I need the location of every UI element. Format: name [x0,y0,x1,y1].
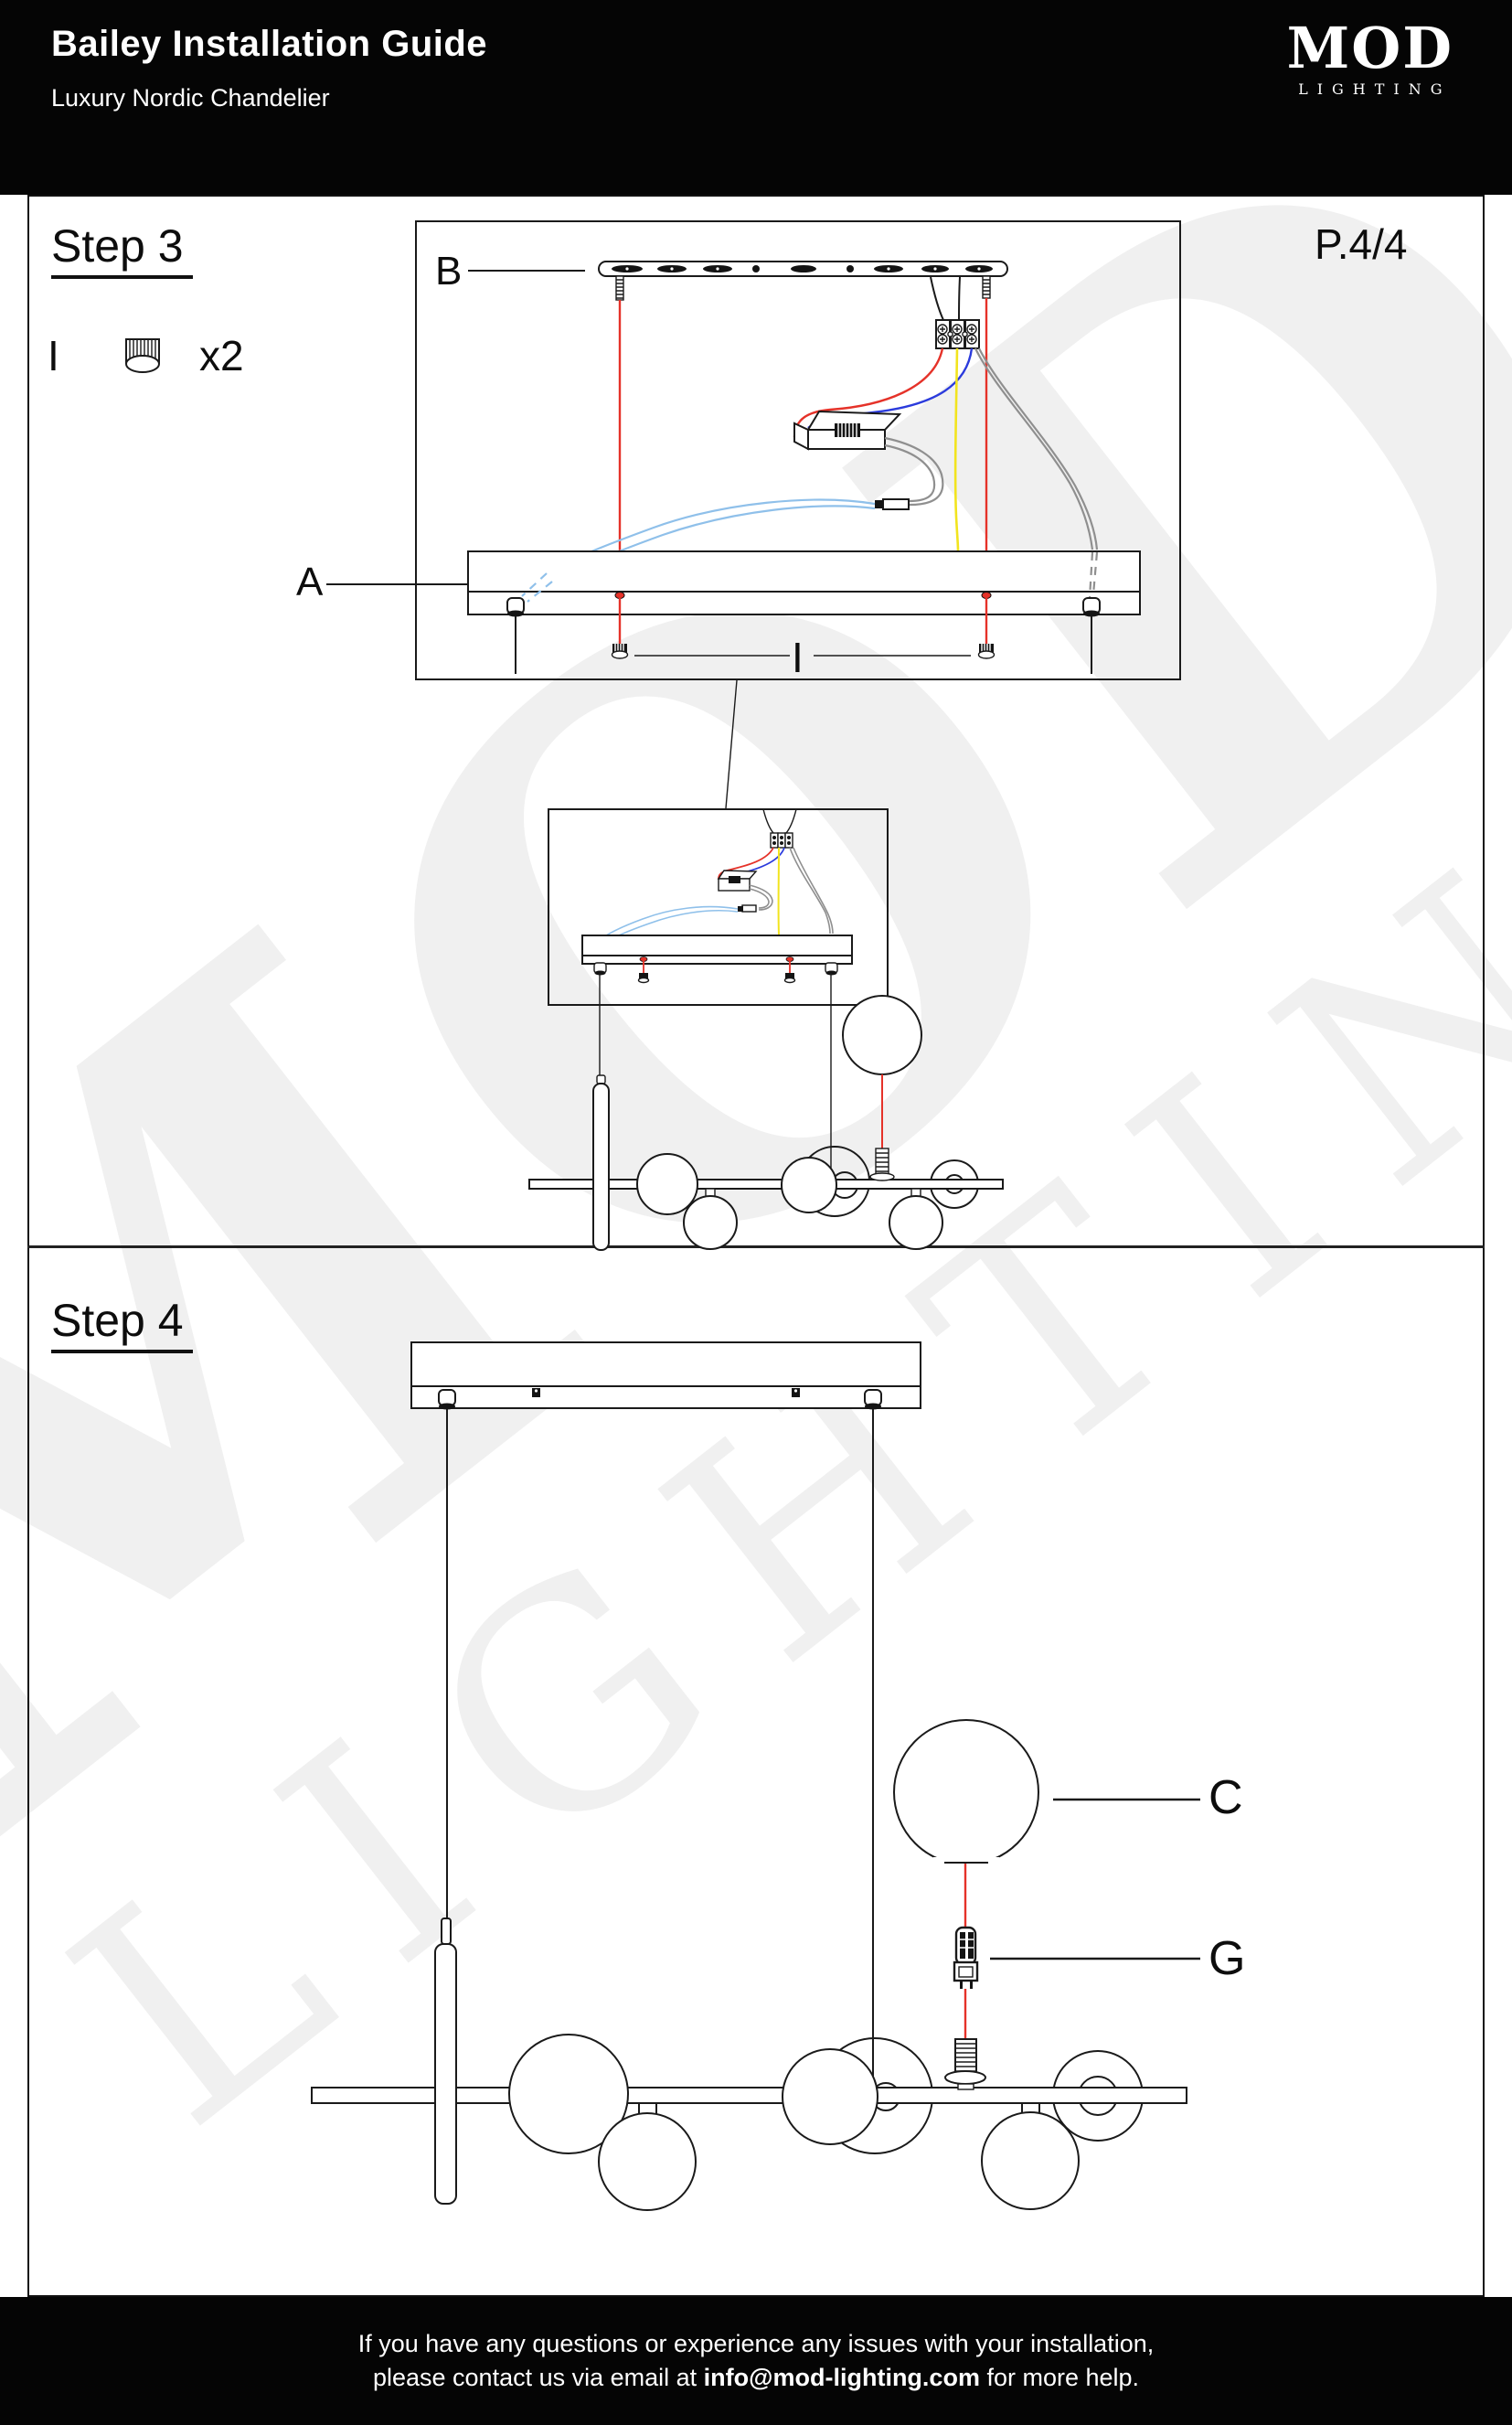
knurled-nut-icon [125,338,160,373]
step3-detail-diagram [548,808,889,1180]
part-i-quantity: x2 [199,332,244,379]
page-number: P.4/4 [1315,220,1408,268]
step4-diagram [311,1341,1200,2211]
knurled-nut-left [611,644,629,659]
mount-screw-left [615,275,624,301]
mini-terminal-block [770,832,793,849]
label-b: B [435,249,463,294]
step4-gland-right [864,1389,882,1410]
label-c: C [1209,1771,1243,1824]
cable-gland-right [1082,597,1101,617]
led-driver [793,410,902,451]
support-email: info@mod-lighting.com [703,2364,980,2391]
part-i-letter: I [48,332,59,379]
guide-title: Bailey Installation Guide [51,24,488,64]
footer-line1: If you have any questions or experience … [357,2330,1155,2357]
step4-gland-left [438,1389,456,1410]
label-g: G [1209,1932,1246,1985]
footer-bar: If you have any questions or experience … [0,2297,1512,2425]
step3-heading: Step 3 [51,219,193,279]
step4-heading: Step 4 [51,1294,193,1353]
wire-connector [875,498,910,510]
logo-mod-text: MOD [1286,15,1453,81]
header-bar: Bailey Installation Guide Luxury Nordic … [0,0,1512,195]
step3-main-diagram [326,220,1181,680]
cable-gland-left [506,597,525,617]
label-i: I [792,634,804,681]
guide-subtitle: Luxury Nordic Chandelier [51,84,330,112]
mount-screw-right [982,275,991,299]
step3-mini-chandelier [528,995,1004,1251]
mini-connector [738,904,757,913]
mini-socket [869,1148,895,1181]
detail-callout-line [725,679,738,809]
terminal-block [935,319,980,349]
mod-lighting-logo: MOD LIGHTING [1286,15,1453,99]
label-a: A [296,560,324,604]
threaded-socket [944,2038,986,2090]
mini-led-driver [717,870,758,892]
bracket-slots [612,265,993,272]
section-divider [27,1245,1485,1248]
knurled-nut-right [977,644,996,659]
footer-line2: please contact us via email at info@mod-… [372,2364,1140,2391]
logo-lighting-text: LIGHTING [1298,80,1452,98]
glass-globe-c [893,1719,1039,1866]
g9-bulb [953,1926,979,1989]
